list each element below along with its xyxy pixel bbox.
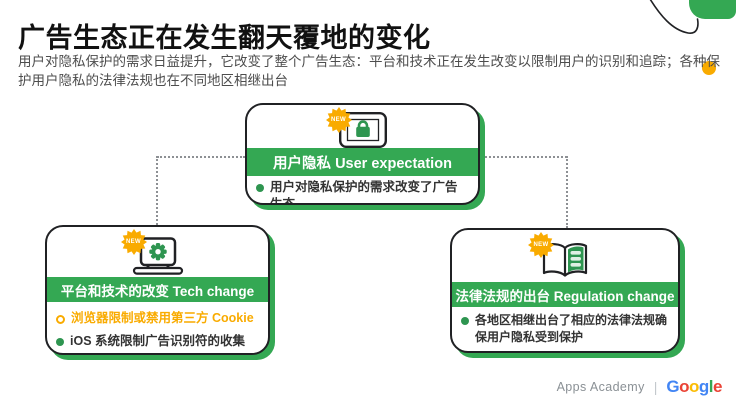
open-book-icon [542,243,588,277]
page-title: 广告生态正在发生翻天覆地的变化 [18,23,431,53]
card-tech-header: 平台和技术的改变 Tech change [47,277,268,302]
new-badge: NEW [325,107,352,133]
starburst-icon [528,232,554,258]
new-badge-label: NEW [331,117,346,123]
logo-letter: G [666,377,680,396]
card-regulation-icon-area: NEW [452,230,678,282]
bullet-text: iOS 系统限制广告识别符的收集 [70,334,246,348]
connector-left-horizontal [157,156,245,158]
yellow-dot-decoration [702,61,716,75]
card-regulation-body: 各地区相继出台了相应的法律法规确保用户隐私受到保护 [452,307,678,351]
yellow-ring-dot-icon [56,315,65,324]
card-user-header: 用户隐私 User expectation [247,148,478,176]
page-subtitle: 用户对隐私保护的需求日益提升，它改变了整个广告生态：平台和技术正在发生改变以限制… [18,54,720,88]
list-item: iOS 系统限制广告识别符的收集 [56,333,259,350]
list-item: 浏览器限制或禁用第三方 Cookie [56,310,259,327]
connector-left-vertical [156,156,158,225]
corner-curve-line [649,0,699,34]
card-user-body: 用户对隐私保护的需求改变了广告生态 [247,176,478,205]
google-logo: Google [666,377,722,397]
card-user-privacy: NEW 用户隐私 User expectation 用户对隐私保护的需求改变了广… [245,103,480,205]
logo-letter: e [713,377,722,396]
lock-in-window-icon [338,112,387,148]
card-tech-icon-area: NEW [47,227,268,277]
footer-brand-label: Apps Academy [556,380,645,394]
card-user-icon-area: NEW [247,105,478,148]
logo-letter: o [679,377,690,396]
card-tech-change: NEW 平台和技术的改变 Tech change [45,225,270,355]
new-badge-label: NEW [126,239,141,245]
starburst-icon [325,107,352,133]
bullet-text: 各地区相继出台了相应的法律法规确保用户隐私受到保护 [475,313,668,344]
new-badge-label: NEW [533,242,549,248]
green-dot-icon [256,184,264,192]
laptop-gear-icon [132,237,183,275]
card-regulation-change: NEW 法律法规的出台 Regulation change 各地区相继出台了相应… [450,228,680,353]
connector-right-vertical [566,156,568,228]
green-dot-icon [461,317,469,325]
card-tech-body: 浏览器限制或禁用第三方 Cookie iOS 系统限制广告识别符的收集 [47,302,268,353]
bullet-text: 用户对隐私保护的需求改变了广告生态 [270,180,458,205]
logo-letter: g [698,377,709,396]
list-item: 各地区相继出台了相应的法律法规确保用户隐私受到保护 [461,312,669,346]
bullet-text: 浏览器限制或禁用第三方 Cookie [71,311,254,325]
corner-green-pill [689,0,736,19]
card-regulation-header: 法律法规的出台 Regulation change [452,282,678,307]
list-item: 用户对隐私保护的需求改变了广告生态 [256,179,469,205]
new-badge: NEW [120,229,147,255]
footer: Apps Academy | Google [556,377,723,397]
logo-letter: o [689,377,699,396]
logo-letter: l [708,377,714,396]
footer-separator: | [653,379,658,395]
connector-right-horizontal [480,156,567,158]
new-badge: NEW [528,232,554,258]
green-dot-icon [56,338,64,346]
starburst-icon [120,229,147,255]
